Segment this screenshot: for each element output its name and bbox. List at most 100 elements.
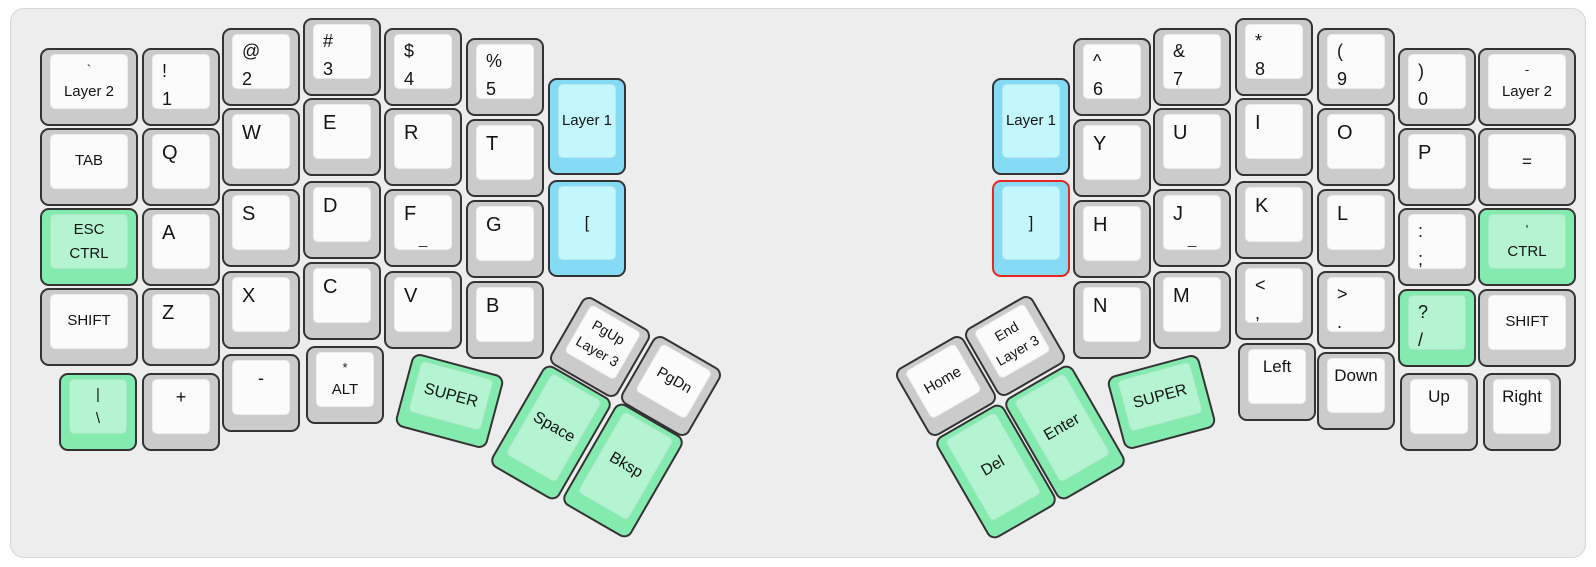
key-shift-right[interactable]: SHIFT: [1478, 289, 1576, 367]
key-legend: Layer 2: [63, 82, 115, 100]
key-4-dollar[interactable]: $4: [384, 28, 462, 106]
keycap-surface: %5: [476, 44, 534, 99]
key-legend: ): [1418, 61, 1424, 81]
key-period-gt[interactable]: >.: [1317, 271, 1395, 349]
key-g[interactable]: G: [466, 200, 544, 278]
key-y[interactable]: Y: [1073, 119, 1151, 197]
key-legend: A: [162, 222, 176, 244]
key-0-rparen[interactable]: )0: [1398, 48, 1476, 126]
keycap-surface: *8: [1245, 24, 1303, 79]
key-legend: Home: [921, 363, 965, 398]
key-legend: -: [1524, 61, 1530, 77]
key-shift-left[interactable]: SHIFT: [40, 288, 138, 366]
key-legend: .: [1337, 311, 1343, 332]
key-quote-ctrl[interactable]: 'CTRL: [1478, 208, 1576, 286]
keycap-surface: $4: [394, 34, 452, 89]
key-legend: V: [404, 285, 418, 307]
key-up[interactable]: Up: [1400, 373, 1478, 451]
key-u[interactable]: U: [1153, 108, 1231, 186]
key-legend: T: [486, 133, 499, 155]
key-legend: 4: [404, 68, 415, 89]
key-legend: X: [242, 285, 256, 307]
key-minus[interactable]: -: [222, 354, 300, 432]
key-m[interactable]: M: [1153, 271, 1231, 349]
key-legend: G: [486, 214, 502, 236]
key-6-caret[interactable]: ^6: [1073, 38, 1151, 116]
key-v[interactable]: V: [384, 271, 462, 349]
key-lbracket[interactable]: [: [548, 180, 626, 277]
key-b[interactable]: B: [466, 281, 544, 359]
key-legend: P: [1418, 142, 1432, 164]
key-o[interactable]: O: [1317, 108, 1395, 186]
keycap-surface: ?/: [1408, 295, 1466, 350]
keycap-surface: #3: [313, 24, 371, 79]
key-layer1-right[interactable]: Layer 1: [992, 78, 1070, 175]
key-5-percent[interactable]: %5: [466, 38, 544, 116]
keycap-surface: D: [313, 187, 371, 242]
key-a[interactable]: A: [142, 208, 220, 286]
key-legend: :: [1418, 221, 1424, 241]
key-d[interactable]: D: [303, 181, 381, 259]
key-legend: Space: [530, 408, 578, 447]
key-legend: @: [242, 41, 261, 61]
key-i[interactable]: I: [1235, 98, 1313, 176]
key-l[interactable]: L: [1317, 189, 1395, 267]
key-plus[interactable]: +: [142, 373, 220, 451]
key-z[interactable]: Z: [142, 288, 220, 366]
key-question-slash[interactable]: ?/: [1398, 289, 1476, 367]
key-down[interactable]: Down: [1317, 352, 1395, 430]
keycap-surface: Layer 1: [1002, 84, 1060, 158]
key-legend: Enter: [1041, 410, 1083, 445]
key-n[interactable]: N: [1073, 281, 1151, 359]
key-left[interactable]: Left: [1238, 343, 1316, 421]
key-c[interactable]: C: [303, 262, 381, 340]
key-pipe-backslash[interactable]: |\: [59, 373, 137, 451]
key-p[interactable]: P: [1398, 128, 1476, 206]
key-q[interactable]: Q: [142, 128, 220, 206]
key-x[interactable]: X: [222, 271, 300, 349]
key-s[interactable]: S: [222, 189, 300, 267]
key-layer2-grave[interactable]: `Layer 2: [40, 48, 138, 126]
key-3-hash[interactable]: #3: [303, 18, 381, 96]
key-legend: U: [1173, 122, 1188, 144]
key-legend: ,: [1255, 302, 1261, 323]
key-asterisk-alt[interactable]: *ALT: [306, 346, 384, 424]
key-legend: /: [1418, 329, 1424, 350]
keycap-surface: SHIFT: [50, 294, 128, 349]
key-r[interactable]: R: [384, 108, 462, 186]
key-layer1-left[interactable]: Layer 1: [548, 78, 626, 175]
keycap-surface: Right: [1493, 379, 1551, 434]
key-colon-semicolon[interactable]: :;: [1398, 208, 1476, 286]
key-k[interactable]: K: [1235, 181, 1313, 259]
key-7-amp[interactable]: &7: [1153, 28, 1231, 106]
key-minus-layer2[interactable]: -Layer 2: [1478, 48, 1576, 126]
key-j[interactable]: J_: [1153, 189, 1231, 267]
keycap-surface: TAB: [50, 134, 128, 189]
key-equals[interactable]: =: [1478, 128, 1576, 206]
key-legend: CTRL: [69, 244, 109, 262]
key-1-excl[interactable]: !1: [142, 48, 220, 126]
key-h[interactable]: H: [1073, 200, 1151, 278]
key-right[interactable]: Right: [1483, 373, 1561, 451]
key-legend: 6: [1093, 78, 1104, 99]
key-9-lparen[interactable]: (9: [1317, 28, 1395, 106]
key-f[interactable]: F_: [384, 189, 462, 267]
key-legend: =: [1522, 151, 1532, 171]
key-legend: 0: [1418, 88, 1429, 109]
key-comma-lt[interactable]: <,: [1235, 262, 1313, 340]
key-8-asterisk[interactable]: *8: [1235, 18, 1313, 96]
key-legend: ?: [1418, 302, 1429, 322]
key-2-at[interactable]: @2: [222, 28, 300, 106]
key-rbracket[interactable]: ]: [992, 180, 1070, 277]
key-legend: SHIFT: [1505, 313, 1549, 331]
keycap-surface: )0: [1408, 54, 1466, 109]
key-tab[interactable]: TAB: [40, 128, 138, 206]
key-e[interactable]: E: [303, 98, 381, 176]
key-legend: Down: [1334, 366, 1378, 385]
keycap-surface: P: [1408, 134, 1466, 189]
key-legend: I: [1255, 112, 1261, 134]
keycap-surface: SUPER: [407, 360, 495, 431]
key-w[interactable]: W: [222, 108, 300, 186]
key-t[interactable]: T: [466, 119, 544, 197]
